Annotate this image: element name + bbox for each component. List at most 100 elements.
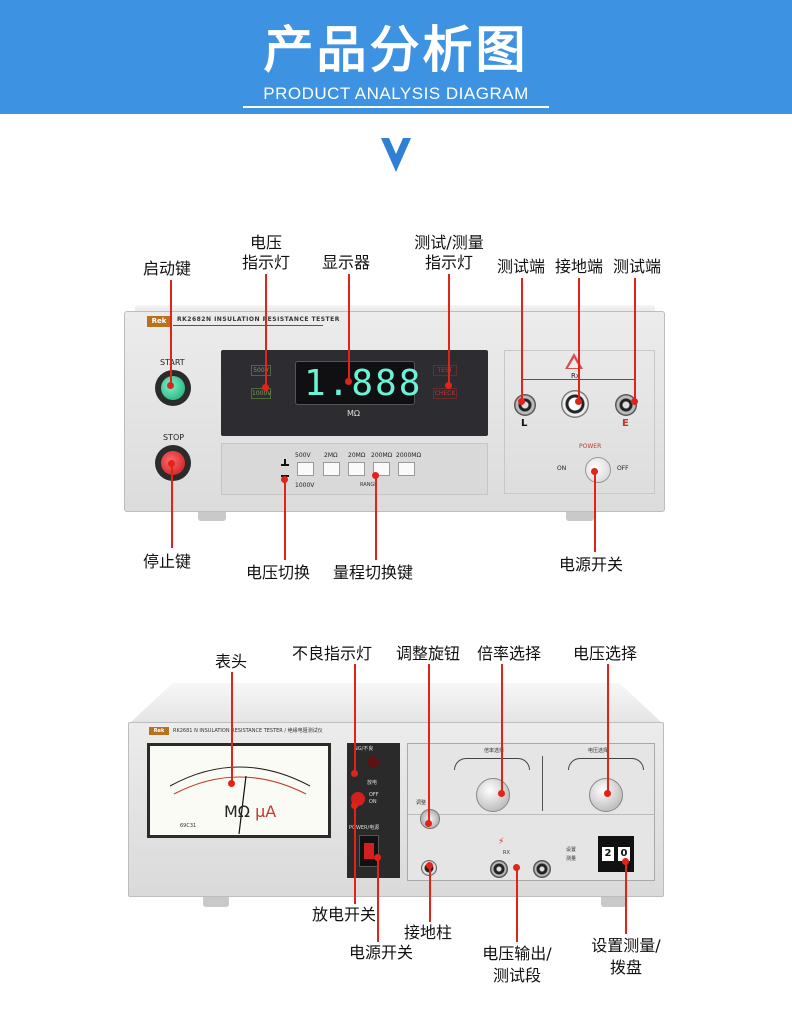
range-key-20mohm[interactable] xyxy=(348,462,365,476)
device1-panel: Rek RK2682N INSULATION RESISTANCE TESTER… xyxy=(124,311,665,512)
multiplier-knob[interactable] xyxy=(476,778,510,812)
start-label: START xyxy=(160,358,185,367)
divider-horizontal xyxy=(408,814,654,815)
line-adjust-knob xyxy=(428,664,430,824)
callout-test-indicator-line2: 指示灯 xyxy=(424,253,473,272)
range-key-label-200mohm: 200MΩ xyxy=(371,452,393,459)
device1-brand-logo: Rek xyxy=(147,316,171,327)
range-key-label-500v: 500V xyxy=(295,452,311,459)
lcd-display: 1.888 xyxy=(295,361,420,405)
line-range-switch xyxy=(375,476,377,560)
dot-test-terminal-left xyxy=(518,398,525,405)
callout-discharge-switch: 放电开关 xyxy=(312,905,377,924)
dot-voltage-select xyxy=(604,790,611,797)
callout-start-key: 启动键 xyxy=(143,259,192,278)
callout-test-terminal-right: 测试端 xyxy=(613,257,662,276)
range-panel: 500V 2MΩ 20MΩ 200MΩ 2000MΩ 1000V RANGE xyxy=(221,443,488,495)
power-off-label: OFF xyxy=(617,465,629,472)
line-multiplier-select xyxy=(501,664,503,794)
power-button[interactable] xyxy=(585,457,611,483)
set-measure-buttons: 设置测量 xyxy=(566,846,576,864)
power-rocker-switch[interactable] xyxy=(359,835,379,867)
page-title: 产品分析图 xyxy=(263,21,529,79)
line-power-switch-2 xyxy=(377,858,379,942)
voltage-switch-key[interactable] xyxy=(297,462,314,476)
line-set-measure xyxy=(625,862,627,934)
range-key-2mohm[interactable] xyxy=(323,462,340,476)
callout-power-switch-1: 电源开关 xyxy=(559,555,624,574)
meter-scale xyxy=(169,766,311,835)
control-panel: 倍率选择 电压选择 调整 ⚡ RX 设置测量 2 0 xyxy=(407,743,655,881)
rx-label-2: RX xyxy=(503,850,510,856)
discharge-on: ON xyxy=(369,799,377,805)
callout-meter-head: 表头 xyxy=(215,652,248,671)
dot-ground-terminal xyxy=(575,398,582,405)
display-unit: MΩ xyxy=(347,409,361,418)
callout-voltage-output-line1: 电压输出/ xyxy=(482,944,552,963)
device1-model-text: RK2682N INSULATION RESISTANCE TESTER xyxy=(177,316,340,323)
callout-stop-key: 停止键 xyxy=(143,552,192,571)
display-panel: 500V 1000V 1.888 MΩ TEST CHECK xyxy=(221,350,488,436)
page-subtitle: PRODUCT ANALYSIS DIAGRAM xyxy=(263,84,529,103)
output-connector-right[interactable] xyxy=(533,860,551,878)
meter-unit-ua: μA xyxy=(255,802,277,821)
voltage-select-label: 电压选择 xyxy=(588,748,609,754)
warning-triangle-icon-inner xyxy=(568,358,580,368)
callout-adjust-knob: 调整旋钮 xyxy=(396,644,461,663)
device2-model-text: RK2681 N INSULATION RESISTANCE TESTER / … xyxy=(173,728,323,734)
line-display xyxy=(348,274,350,382)
dot-voltage-output xyxy=(513,864,520,871)
line-fail-indicator xyxy=(354,664,356,774)
check-indicator: CHECK xyxy=(433,388,457,399)
start-button[interactable] xyxy=(155,370,191,406)
dot-adjust-knob xyxy=(425,820,432,827)
dial-digit-2: 0 xyxy=(618,847,630,861)
line-ground-post xyxy=(429,866,431,922)
callout-test-terminal-left: 测试端 xyxy=(497,257,546,276)
voltage-switch-mark-stem xyxy=(284,459,286,465)
range-key-2000mohm[interactable] xyxy=(398,462,415,476)
dot-stop-key xyxy=(168,460,175,467)
voltage-switch-alt-label: 1000V xyxy=(295,482,315,489)
dial-digit-1: 2 xyxy=(602,847,614,861)
range-key-label-20mohm: 20MΩ xyxy=(348,452,366,459)
terminal-l-label: L xyxy=(521,418,528,429)
line-start-key xyxy=(170,280,172,386)
callout-set-measure-line1: 设置测量/ xyxy=(591,936,661,955)
dot-fail-indicator xyxy=(351,770,358,777)
terminal-l-connector[interactable] xyxy=(514,394,536,416)
set-measure-dial[interactable]: 2 0 xyxy=(598,836,634,872)
hv-lightning-icon: ⚡ xyxy=(498,837,505,847)
meter-unit-mohm: MΩ xyxy=(224,802,251,821)
device1-model-underline xyxy=(173,325,323,326)
callout-display: 显示器 xyxy=(322,253,371,272)
range-key-label-2mohm: 2MΩ xyxy=(324,452,338,459)
dot-ground-post xyxy=(426,862,433,869)
line-meter-head xyxy=(231,672,233,784)
ground-terminal-connector[interactable] xyxy=(561,390,589,418)
callout-test-indicator-line1: 测试/测量 xyxy=(414,233,484,252)
dot-voltage-switch xyxy=(281,476,288,483)
line-voltage-indicator xyxy=(265,274,267,388)
measure-label: 测量 xyxy=(566,856,577,862)
set-label: 设置 xyxy=(566,847,577,853)
discharge-off: OFF xyxy=(369,792,379,798)
adjust-label: 调整 xyxy=(416,800,427,806)
callout-ground-terminal: 接地端 xyxy=(555,257,604,276)
terminal-e-label: E xyxy=(622,418,629,429)
line-test-terminal-right xyxy=(634,278,636,402)
output-connector-left[interactable] xyxy=(490,860,508,878)
dot-display xyxy=(345,378,352,385)
callout-set-measure-line2: 拨盘 xyxy=(609,958,642,977)
voltage-knob[interactable] xyxy=(589,778,623,812)
device1-foot-right xyxy=(566,512,594,521)
lcd-digits: 1.888 xyxy=(304,363,423,404)
callout-fail-indicator: 不良指示灯 xyxy=(292,644,373,663)
line-discharge-switch xyxy=(354,806,356,904)
callout-voltage-output-line2: 测试段 xyxy=(492,966,541,985)
voltage-switch-mark-up xyxy=(281,464,289,466)
line-voltage-switch xyxy=(284,480,286,560)
divider-vertical xyxy=(542,756,543,811)
dot-discharge-switch xyxy=(351,802,358,809)
